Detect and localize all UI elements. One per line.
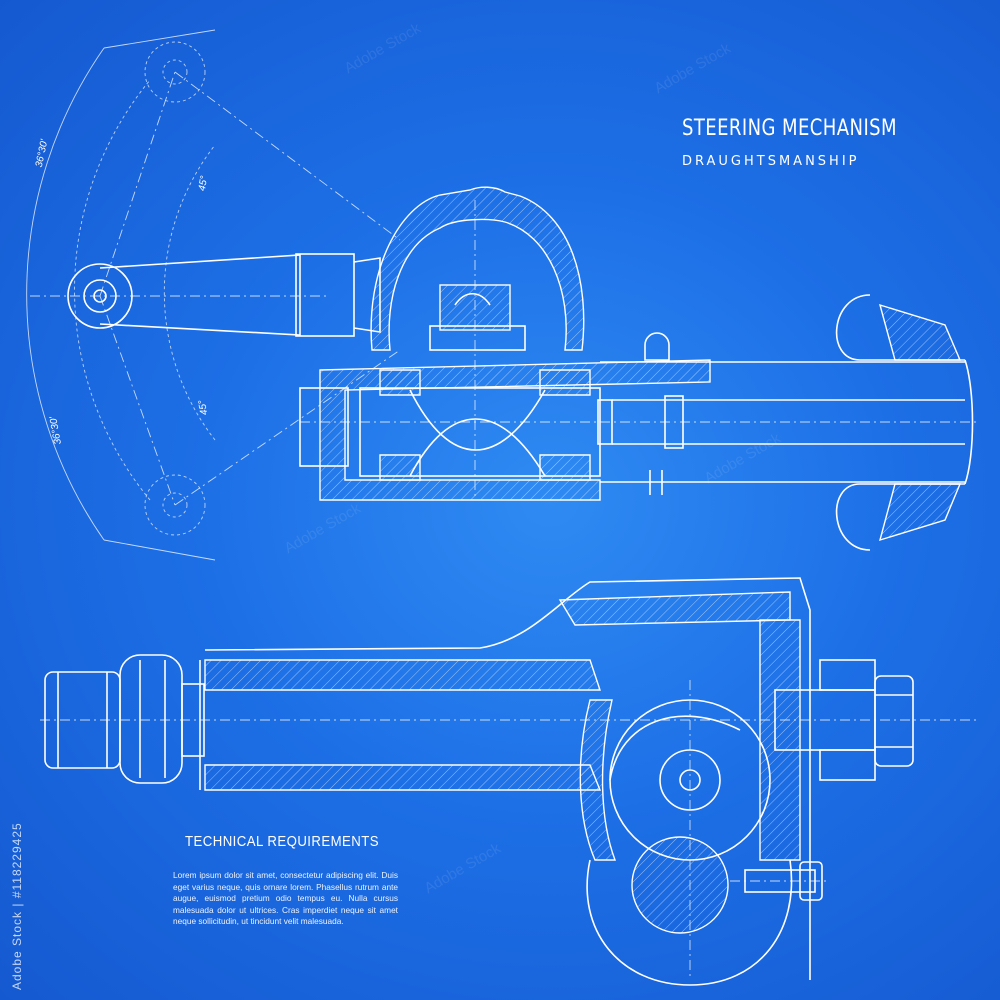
- lower-housing: [40, 577, 980, 986]
- requirements-title: TECHNICAL REQUIREMENTS: [185, 833, 380, 850]
- stock-credit: Adobe Stock | #118229425: [10, 822, 24, 990]
- arm-swing-diagram: [26, 29, 401, 561]
- drawing-title: STEERING MECHANISM: [682, 116, 898, 141]
- angle-45-lower: 45°: [196, 399, 211, 416]
- requirements-body: Lorem ipsum dolor sit amet, consectetur …: [173, 870, 398, 927]
- upper-housing: [299, 186, 980, 551]
- drawing-subtitle: DRAUGHTSMANSHIP: [682, 154, 860, 169]
